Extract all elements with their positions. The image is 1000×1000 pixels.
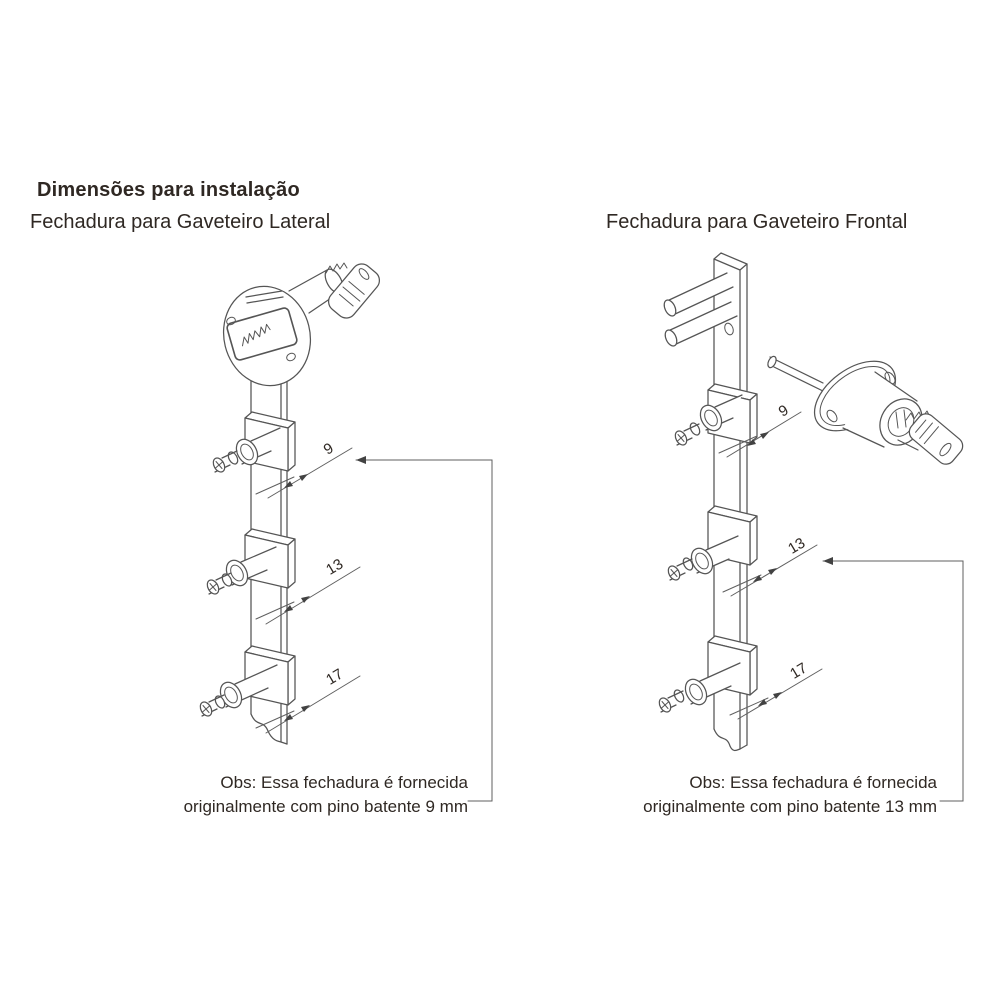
dimension-17: 17	[255, 666, 361, 734]
fixing-screw-3	[658, 689, 685, 713]
strike-pin-9	[235, 427, 281, 466]
key-bow-grooves	[915, 419, 939, 445]
flange-screw-hole	[826, 409, 838, 423]
right-note-line1: Obs: Essa fechadura é fornecida	[689, 773, 937, 792]
strip-break-line	[250, 713, 288, 745]
note-leader-line	[355, 456, 493, 802]
dimension-13: 13	[255, 556, 361, 625]
frontal-lock-drawing: 9 13 17	[658, 252, 964, 802]
brand-engraving	[242, 323, 271, 347]
brand-plate	[226, 307, 298, 361]
locking-rod-2	[664, 301, 738, 347]
right-diagram-title: Fechadura para Gaveteiro Frontal	[606, 211, 908, 233]
pin-block-2	[707, 505, 758, 566]
key-bow	[908, 413, 964, 465]
strike-pin-9	[699, 394, 743, 432]
dimension-17-label: 17	[323, 666, 346, 689]
left-diagram-title: Fechadura para Gaveteiro Lateral	[30, 211, 331, 233]
fixing-screw-3	[199, 694, 226, 717]
lateral-lock-drawing: 9 13 17	[199, 262, 493, 802]
key-bow-slot	[939, 442, 952, 457]
fixing-screw-1	[212, 450, 239, 473]
note-leader-line	[822, 557, 964, 802]
lock-cylinder-and-key	[288, 262, 381, 319]
key-bow	[327, 263, 381, 319]
key-bow-grooves	[338, 281, 365, 307]
key-bow-slot	[358, 268, 370, 280]
left-note-line2: originalmente com pino batente 9 mm	[183, 797, 468, 816]
strip-break-line	[713, 728, 748, 752]
key	[897, 410, 964, 465]
strip-hole	[724, 322, 734, 336]
dimension-17-label: 17	[787, 660, 810, 683]
right-note: Obs: Essa fechadura é fornecida original…	[635, 771, 937, 819]
fixing-screw-1	[674, 422, 701, 446]
dimension-13: 13	[722, 535, 818, 597]
plunger-rod	[767, 355, 828, 394]
mounting-strip	[713, 252, 748, 752]
left-note: Obs: Essa fechadura é fornecida original…	[166, 771, 468, 819]
locking-rod-1	[663, 272, 734, 317]
dimension-9-label: 9	[776, 402, 792, 421]
page-title: Dimensões para instalação	[37, 179, 300, 201]
lock-head	[222, 285, 312, 387]
dimension-9-label: 9	[321, 440, 337, 459]
dimension-13-label: 13	[323, 556, 346, 579]
push-lock-body	[767, 355, 964, 465]
plug-grooves	[895, 409, 907, 429]
strike-pin-17	[684, 662, 741, 706]
strike-pin-17	[219, 664, 278, 709]
fixing-screw-2	[667, 557, 694, 581]
fixing-screw-2	[206, 572, 233, 595]
dimension-17: 17	[729, 660, 823, 720]
dimension-13-label: 13	[785, 535, 808, 558]
left-note-line1: Obs: Essa fechadura é fornecida	[220, 773, 468, 792]
strike-pin-13	[690, 535, 739, 575]
key-teeth	[325, 262, 348, 274]
right-note-line2: originalmente com pino batente 13 mm	[643, 797, 937, 816]
